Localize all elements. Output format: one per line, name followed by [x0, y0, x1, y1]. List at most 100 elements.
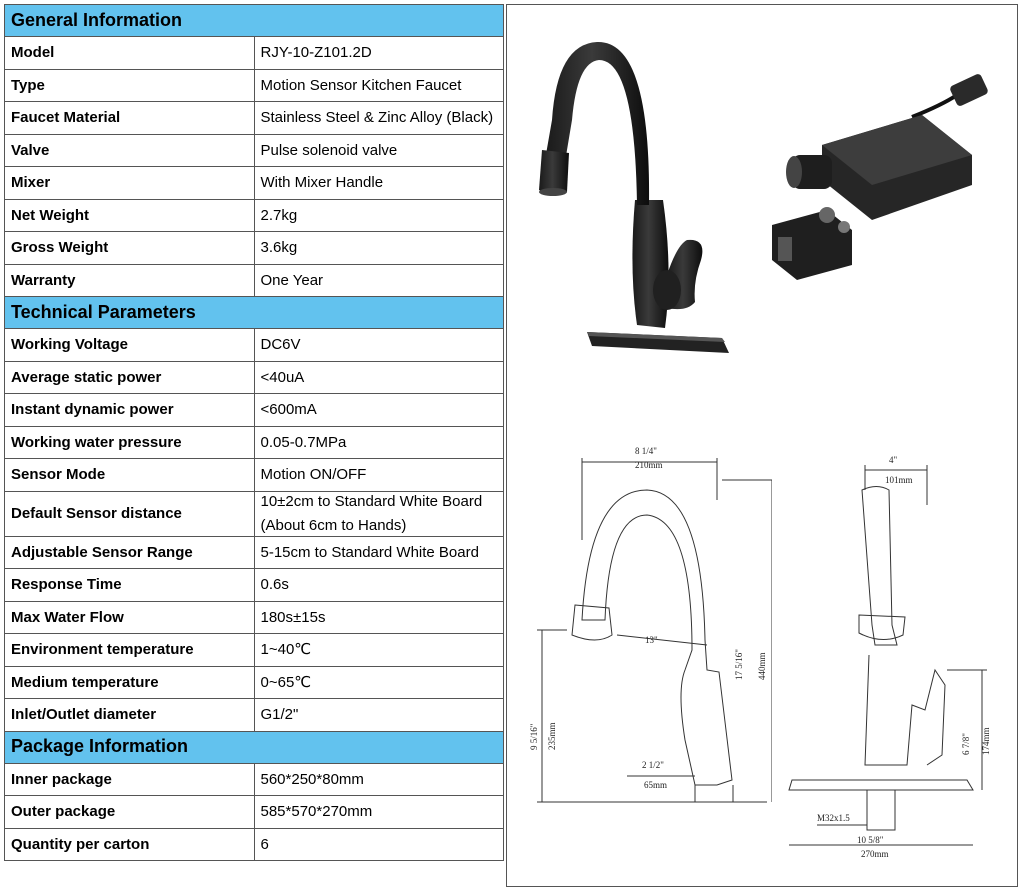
spec-label: Faucet Material	[4, 101, 255, 135]
front-width-mm: 210mm	[635, 460, 663, 470]
section-header: Package Information	[4, 730, 504, 764]
spec-value-line: (About 6cm to Hands)	[260, 516, 407, 534]
spec-value: 585*570*270mm	[253, 795, 504, 829]
spec-value: <600mA	[253, 393, 504, 427]
spec-row: Faucet Material Stainless Steel & Zinc Al…	[4, 101, 504, 135]
spec-value-line: 1~40℃	[260, 641, 312, 658]
spec-label: Inner package	[4, 762, 255, 796]
side-top-in: 4"	[889, 455, 898, 465]
spec-row: Outer package 585*570*270mm	[4, 795, 504, 829]
spec-label: Inlet/Outlet diameter	[4, 698, 255, 732]
product-images-panel: 8 1/4" 210mm 17 5/16" 440mm 9 5/16" 235m…	[506, 4, 1018, 887]
spec-value-line: DC6V	[260, 336, 301, 353]
spec-value-line: 560*250*80mm	[260, 770, 364, 788]
sensor-control-box-photo	[772, 74, 988, 280]
side-handle-height-mm: 174mm	[981, 727, 991, 755]
front-spout-height-mm: 235mm	[547, 722, 557, 750]
spec-value: DC6V	[253, 328, 504, 362]
spec-value-line: G1/2"	[260, 706, 299, 723]
spec-value: 1~40℃	[253, 633, 504, 667]
spec-value-line: 585*570*270mm	[260, 803, 373, 820]
spec-value-line: 180s±15s	[260, 608, 326, 626]
spec-value: Stainless Steel & Zinc Alloy (Black)	[253, 101, 504, 135]
spec-value: 6	[253, 827, 504, 861]
section-header: Technical Parameters	[4, 296, 504, 329]
section-title: Package Information	[4, 730, 504, 764]
spec-value-line: With Mixer Handle	[260, 174, 384, 191]
section-title: General Information	[4, 4, 504, 37]
spec-label: Default Sensor distance	[4, 490, 255, 537]
front-width-in: 8 1/4"	[635, 446, 657, 456]
spec-label: Working Voltage	[4, 328, 255, 362]
front-reach-in: 13"	[645, 635, 658, 645]
spec-row: Mixer With Mixer Handle	[4, 166, 504, 200]
spec-value-line: 2.7kg	[260, 206, 298, 224]
spec-value: <40uA	[253, 360, 504, 394]
spec-value-line: 6	[260, 835, 269, 853]
spec-label: Adjustable Sensor Range	[4, 535, 255, 569]
spec-value: 0.6s	[253, 568, 504, 602]
spec-value: Motion ON/OFF	[253, 458, 504, 492]
spec-value: 0~65℃	[253, 665, 504, 699]
spec-label: Warranty	[4, 263, 255, 297]
spec-label: Average static power	[4, 360, 255, 394]
spec-label: Gross Weight	[4, 231, 255, 265]
spec-value-line: 3.6kg	[260, 239, 298, 256]
spec-value-line: <40uA	[260, 368, 305, 386]
front-base-mm: 65mm	[644, 780, 667, 790]
spec-value: 560*250*80mm	[253, 762, 504, 796]
spec-row: Quantity per carton 6	[4, 827, 504, 861]
front-base-in: 2 1/2"	[642, 760, 664, 770]
spec-row: Inlet/Outlet diameter G1/2"	[4, 698, 504, 732]
spec-value: Motion Sensor Kitchen Faucet	[253, 68, 504, 102]
spec-value-line: Stainless Steel & Zinc Alloy (Black)	[260, 109, 494, 126]
spec-value: One Year	[253, 263, 504, 297]
spec-value: 180s±15s	[253, 600, 504, 634]
spec-row: Medium temperature 0~65℃	[4, 665, 504, 699]
side-plate-mm: 270mm	[861, 849, 889, 859]
spec-value: 2.7kg	[253, 198, 504, 232]
spec-value: G1/2"	[253, 698, 504, 732]
spec-row: Response Time 0.6s	[4, 568, 504, 602]
spec-row: Max Water Flow 180s±15s	[4, 600, 504, 634]
spec-value: 0.05-0.7MPa	[253, 425, 504, 459]
spec-row: Type Motion Sensor Kitchen Faucet	[4, 68, 504, 102]
spec-row: Gross Weight 3.6kg	[4, 231, 504, 265]
section-title: Technical Parameters	[4, 296, 504, 329]
side-top-mm: 101mm	[885, 475, 913, 485]
front-height-in: 17 5/16"	[734, 649, 744, 680]
spec-value-line: 10±2cm to Standard White Board	[260, 493, 483, 510]
spec-value-line: 0~65℃	[260, 673, 312, 691]
spec-value: RJY-10-Z101.2D	[253, 36, 504, 70]
spec-row: Environment temperature 1~40℃	[4, 633, 504, 667]
side-plate-in: 10 5/8"	[857, 835, 884, 845]
spec-label: Environment temperature	[4, 633, 255, 667]
spec-label: Sensor Mode	[4, 458, 255, 492]
faucet-photo	[539, 41, 729, 353]
side-dimension-drawing: 4" 101mm 6 7/8" 174mm M32x1.5 10 5/8" 27…	[788, 455, 991, 859]
spec-value-line: 0.6s	[260, 576, 289, 593]
spec-value-line: Motion Sensor Kitchen Faucet	[260, 76, 462, 94]
spec-value-line: 5-15cm to Standard White Board	[260, 543, 479, 561]
spec-label: Max Water Flow	[4, 600, 255, 634]
spec-value: 3.6kg	[253, 231, 504, 265]
spec-value-line: Pulse solenoid valve	[260, 141, 398, 159]
spec-label: Type	[4, 68, 255, 102]
spec-label: Outer package	[4, 795, 255, 829]
spec-label: Medium temperature	[4, 665, 255, 699]
spec-label: Model	[4, 36, 255, 70]
spec-label: Mixer	[4, 166, 255, 200]
spec-label: Response Time	[4, 568, 255, 602]
spec-row: Average static power <40uA	[4, 360, 504, 394]
side-thread: M32x1.5	[817, 813, 850, 823]
front-height-mm: 440mm	[757, 652, 767, 680]
spec-value-line: <600mA	[260, 401, 317, 418]
spec-value: With Mixer Handle	[253, 166, 504, 200]
spec-label: Quantity per carton	[4, 827, 255, 861]
